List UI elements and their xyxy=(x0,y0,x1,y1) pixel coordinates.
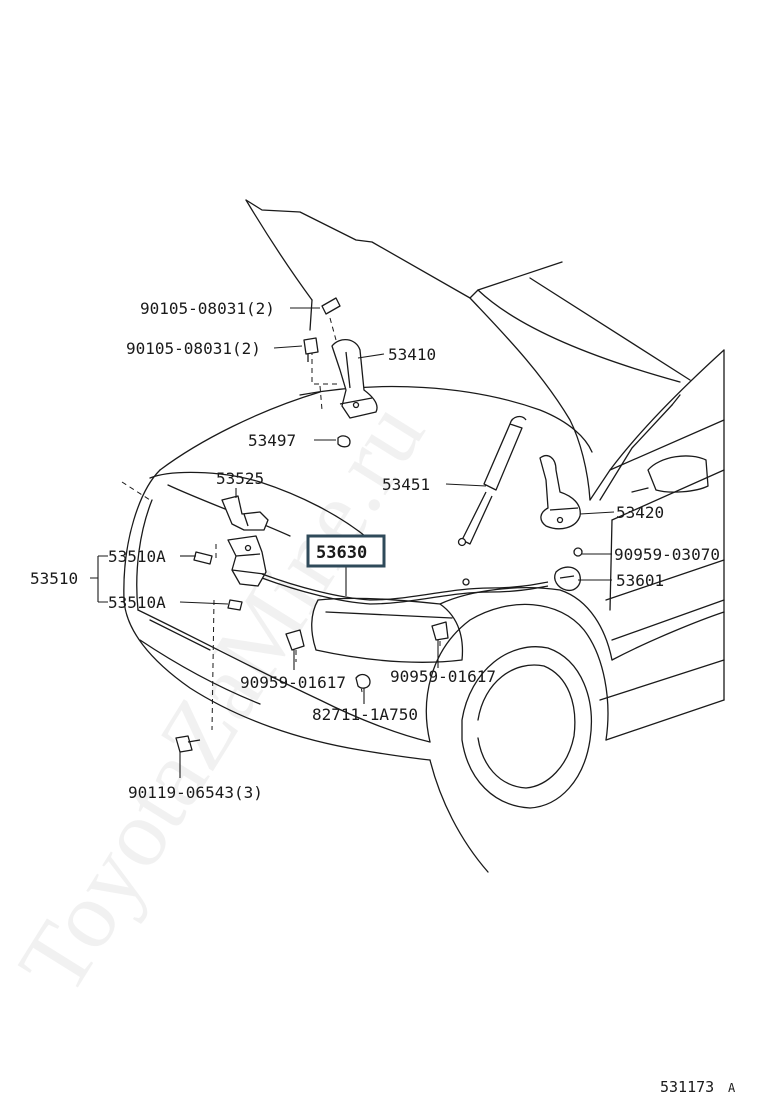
highlight-box xyxy=(306,534,386,568)
label-90959-01617-left[interactable]: 90959-01617 xyxy=(240,673,346,692)
car-outline xyxy=(123,199,725,873)
label-90959-01617-right[interactable]: 90959-01617 xyxy=(390,667,496,686)
label-90959-03070[interactable]: 90959-03070 xyxy=(614,545,720,564)
part-labels: 90105-08031(2) 90105-08031(2) 53410 5349… xyxy=(30,299,720,802)
label-90105-08031-upper[interactable]: 90105-08031(2) xyxy=(140,299,275,318)
figure-ref-number: 531173 xyxy=(660,1078,714,1096)
label-82711-1A750[interactable]: 82711-1A750 xyxy=(312,705,418,724)
label-53510[interactable]: 53510 xyxy=(30,569,78,588)
label-90105-08031-lower[interactable]: 90105-08031(2) xyxy=(126,339,261,358)
leader-lines xyxy=(90,307,615,778)
label-53630[interactable]: 53630 xyxy=(316,543,367,563)
parts xyxy=(175,297,583,753)
label-53510A-upper[interactable]: 53510A xyxy=(108,547,166,566)
label-53510A-lower[interactable]: 53510A xyxy=(108,593,166,612)
label-53410[interactable]: 53410 xyxy=(388,345,436,364)
figure-ref-suffix: A xyxy=(728,1081,736,1095)
label-53525[interactable]: 53525 xyxy=(216,469,264,488)
label-53420[interactable]: 53420 xyxy=(616,503,664,522)
label-53497[interactable]: 53497 xyxy=(248,431,296,450)
label-53601[interactable]: 53601 xyxy=(616,571,664,590)
figure-reference: 531173 A xyxy=(660,1078,736,1096)
label-90119-06543[interactable]: 90119-06543(3) xyxy=(128,783,263,802)
label-53451[interactable]: 53451 xyxy=(382,475,430,494)
